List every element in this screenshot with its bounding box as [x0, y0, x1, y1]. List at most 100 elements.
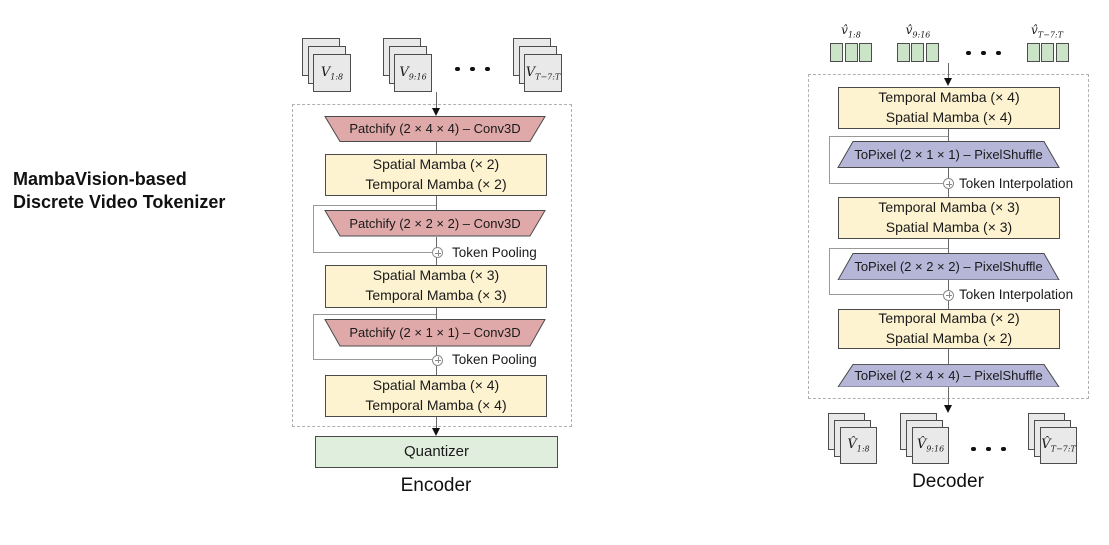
decoder-mamba3-block: Temporal Mamba (× 2) Spatial Mamba (× 2): [838, 308, 1060, 349]
frame-front: VT−7:T: [524, 54, 562, 92]
frame-front: V̂T−7:T: [1040, 427, 1077, 464]
connector-line: [436, 196, 437, 210]
frame-label: V̂T−7:T: [1041, 437, 1076, 454]
token-square: [911, 43, 924, 62]
encoder-quantizer-block: Quantizer: [315, 436, 558, 468]
frame-label: V̂1:8: [847, 437, 870, 454]
encoder-input-frames-2: V9:16: [383, 38, 432, 92]
connector-line: [436, 92, 437, 108]
token-square: [1041, 43, 1054, 62]
frame-front: V1:8: [313, 54, 351, 92]
decoder-topixel2-block: ToPixel (2 × 2 × 2) – PixelShuffle: [837, 253, 1060, 281]
arrowhead: [431, 427, 440, 436]
circled-plus-icon: [432, 354, 443, 366]
connector-line: [436, 141, 437, 154]
frame-front: V̂1:8: [840, 427, 877, 464]
encoder-mamba2-block: Spatial Mamba (× 3) Temporal Mamba (× 3): [325, 264, 547, 308]
token-square: [1026, 43, 1040, 62]
connector-line: [948, 348, 949, 364]
ellipsis-dots: [971, 446, 1006, 451]
token-square: [844, 43, 858, 62]
frame-front: V9:16: [394, 54, 432, 92]
ellipsis-dots: [455, 66, 490, 71]
token-square: [925, 43, 939, 62]
frame-label: V9:16: [399, 64, 427, 82]
decoder-topixel1-block: ToPixel (2 × 1 × 1) – PixelShuffle: [837, 141, 1060, 168]
skip-line: [829, 247, 948, 249]
circled-plus-icon: [943, 178, 954, 189]
encoder-quantizer-label: Quantizer: [403, 443, 470, 461]
encoder-mamba3-block: Spatial Mamba (× 4) Temporal Mamba (× 4): [325, 375, 547, 417]
skip-line: [313, 313, 436, 315]
skip-line: [829, 182, 943, 184]
connector-line: [948, 63, 949, 79]
token-square: [830, 43, 843, 62]
decoder-output-frames-1: V̂1:8: [828, 413, 877, 467]
encoder-input-frames-3: VT−7:T: [513, 38, 562, 92]
decoder-mamba3-line2: Spatial Mamba (× 2): [885, 329, 1013, 346]
encoder-mamba3-line2: Temporal Mamba (× 4): [365, 396, 507, 413]
encoder-patchify3-block: Patchify (2 × 1 × 1) – Conv3D: [324, 319, 546, 347]
connector-line: [948, 387, 949, 405]
decoder-interp2-label: Token Interpolation: [959, 287, 1074, 302]
skip-line: [313, 359, 432, 360]
encoder-mamba2-line2: Temporal Mamba (× 3): [365, 287, 507, 303]
frame-label: VT−7:T: [525, 64, 561, 82]
skip-line: [313, 205, 314, 252]
encoder-input-frames-1: V1:8: [302, 38, 351, 92]
decoder-mamba2-line2: Spatial Mamba (× 3): [885, 218, 1013, 235]
encoder-patchify2-label: Patchify (2 × 2 × 2) – Conv3D: [349, 215, 521, 231]
figure-title: MambaVision-based Discrete Video Tokeniz…: [13, 168, 225, 214]
decoder-topixel1-label: ToPixel (2 × 1 × 1) – PixelShuffle: [854, 147, 1043, 162]
skip-line: [313, 313, 314, 359]
skip-line: [829, 247, 830, 294]
connector-line: [436, 416, 437, 428]
encoder-patchify1-block: Patchify (2 × 4 × 4) – Conv3D: [324, 116, 546, 142]
decoder-mamba1-line2: Spatial Mamba (× 4): [885, 109, 1013, 125]
decoder-input-tokens-3: [1026, 43, 1069, 62]
arrowhead: [943, 404, 952, 413]
encoder-patchify2-block: Patchify (2 × 2 × 2) – Conv3D: [324, 210, 546, 237]
circled-plus-icon: [943, 289, 954, 301]
decoder-input-tokens-1: [830, 43, 872, 62]
encoder-pooling1-label: Token Pooling: [452, 244, 537, 260]
encoder-mamba3-line1: Spatial Mamba (× 4): [372, 377, 500, 394]
skip-line: [313, 205, 436, 206]
skip-line: [829, 136, 948, 137]
decoder-mamba1-block: Temporal Mamba (× 4) Spatial Mamba (× 4): [838, 87, 1060, 129]
decoder-mamba2-block: Temporal Mamba (× 3) Spatial Mamba (× 3): [838, 196, 1060, 239]
skip-line: [313, 251, 432, 253]
decoder-input-label-2: v̂9:16: [905, 23, 931, 40]
decoder-input-label-3: v̂T−7:T: [1031, 23, 1063, 40]
encoder-pooling2-label: Token Pooling: [452, 352, 537, 367]
decoder-topixel2-label: ToPixel (2 × 2 × 2) – PixelShuffle: [854, 258, 1043, 274]
connector-line: [948, 239, 949, 253]
frame-label: V1:8: [320, 64, 344, 82]
encoder-patchify3-label: Patchify (2 × 1 × 1) – Conv3D: [349, 325, 521, 341]
encoder-mamba1-line2: Temporal Mamba (× 2): [365, 175, 507, 192]
decoder-mamba1-line1: Temporal Mamba (× 4): [878, 89, 1020, 106]
encoder-caption: Encoder: [400, 475, 472, 496]
encoder-mamba1-block: Spatial Mamba (× 2) Temporal Mamba (× 2): [325, 153, 547, 196]
token-square: [859, 43, 872, 62]
frame-label: V̂9:16: [916, 437, 945, 454]
arrowhead: [431, 107, 440, 116]
skip-line: [829, 136, 830, 183]
encoder-mamba2-line1: Spatial Mamba (× 3): [372, 267, 500, 284]
encoder-mamba1-line1: Spatial Mamba (× 2): [372, 156, 500, 173]
decoder-input-label-1: v̂1:8: [841, 23, 861, 40]
decoder-interp1-label: Token Interpolation: [959, 175, 1074, 191]
decoder-caption: Decoder: [912, 471, 984, 492]
token-square: [1055, 43, 1069, 62]
decoder-output-frames-2: V̂9:16: [900, 413, 949, 467]
figure-title-line1: MambaVision-based: [13, 169, 187, 189]
arrowhead: [943, 78, 952, 86]
figure-title-line2: Discrete Video Tokenizer: [13, 192, 226, 212]
token-square: [896, 43, 910, 62]
decoder-input-tokens-2: [896, 43, 939, 62]
decoder-topixel3-block: ToPixel (2 × 4 × 4) – PixelShuffle: [837, 364, 1060, 388]
decoder-topixel3-label: ToPixel (2 × 4 × 4) – PixelShuffle: [854, 367, 1043, 383]
skip-line: [829, 294, 943, 295]
connector-line: [948, 129, 949, 141]
ellipsis-dots: [966, 50, 1001, 55]
